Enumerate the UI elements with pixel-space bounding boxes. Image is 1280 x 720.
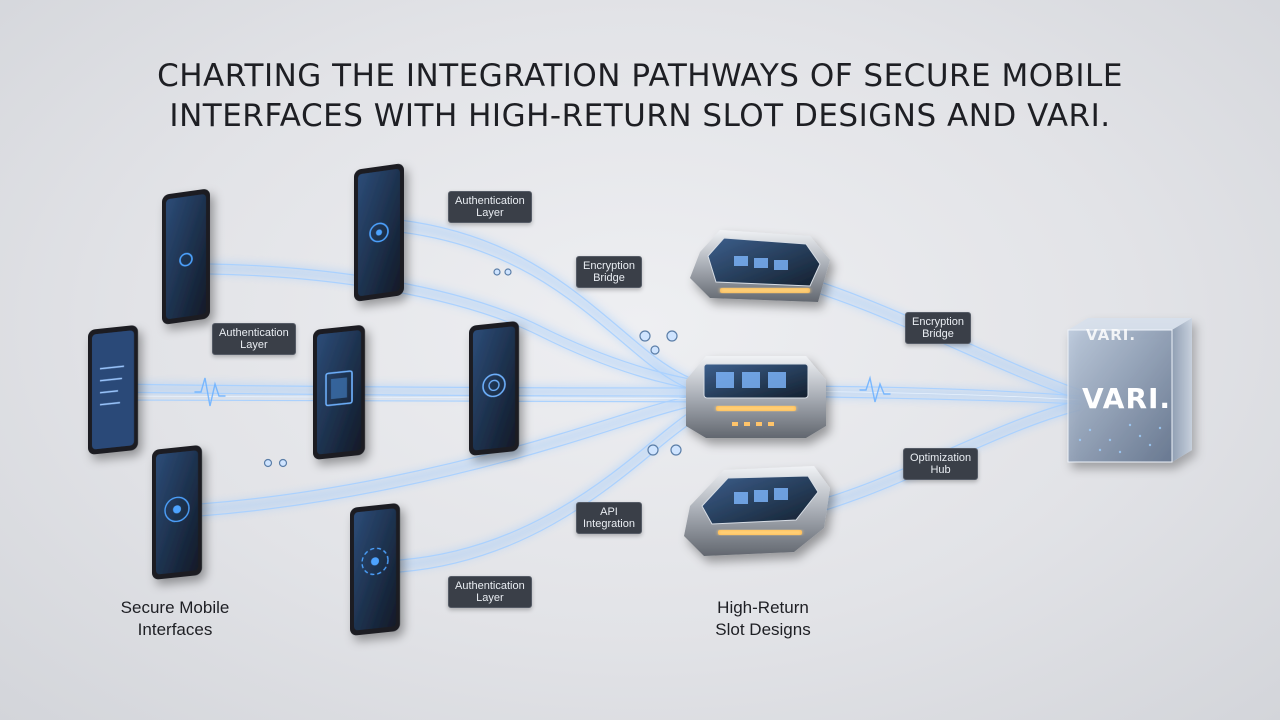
tag-authentication-layer-bottom: Authentication Layer (448, 576, 532, 608)
group-label-line: High-Return (717, 598, 809, 617)
slot-module-bottom (684, 466, 830, 556)
tag-line: Encryption (583, 260, 635, 272)
tag-encryption-bridge-top: Encryption Bridge (576, 256, 642, 288)
mobile-phone-5 (469, 321, 519, 456)
tag-line: Bridge (922, 328, 954, 340)
tag-authentication-layer-top: Authentication Layer (448, 191, 532, 223)
group-label-line: Interfaces (137, 620, 213, 639)
vari-cube (1067, 318, 1192, 463)
label-high-return-slot-designs: High-Return Slot Designs (688, 597, 838, 641)
tag-line: Bridge (593, 272, 625, 284)
tag-line: Layer (476, 207, 504, 219)
tag-line: Optimization (910, 452, 972, 464)
slot-module-center (686, 356, 826, 438)
tag-line: Layer (476, 592, 504, 604)
cube-top-label: VARI. (1086, 326, 1137, 344)
tag-authentication-layer-middle: Authentication Layer (212, 323, 296, 355)
tag-line: API (600, 506, 618, 518)
title-line-1: CHARTING THE INTEGRATION PATHWAYS OF SEC… (157, 58, 1123, 94)
connector-nodes (263, 268, 682, 468)
tag-line: Integration (583, 518, 635, 530)
cube-front-label: VARI. (1082, 382, 1172, 415)
mobile-phone-7 (350, 503, 400, 636)
slot-module-top (690, 230, 830, 302)
high-return-slot-designs (684, 230, 830, 556)
group-label-line: Secure Mobile (120, 598, 230, 617)
mobile-phone-4 (313, 325, 365, 460)
title-line-2: INTERFACES WITH HIGH-RETURN SLOT DESIGNS… (169, 98, 1111, 134)
tag-line: Authentication (455, 195, 525, 207)
mobile-phone-1 (162, 189, 210, 325)
tag-line: Layer (240, 339, 268, 351)
tag-line: Authentication (219, 327, 289, 339)
group-label-line: Slot Designs (715, 620, 811, 639)
tag-encryption-bridge-right: Encryption Bridge (905, 312, 971, 344)
tag-line: Authentication (455, 580, 525, 592)
mobile-phone-2 (354, 163, 404, 302)
page-title: CHARTING THE INTEGRATION PATHWAYS OF SEC… (40, 56, 1240, 136)
label-secure-mobile-interfaces: Secure Mobile Interfaces (100, 597, 250, 641)
tag-optimization-hub: Optimization Hub (903, 448, 979, 480)
tag-api-integration: API Integration (576, 502, 642, 534)
mobile-phone-6 (152, 445, 202, 580)
tag-line: Hub (930, 464, 951, 476)
mobile-phone-3 (88, 325, 138, 455)
tag-line: Encryption (912, 316, 964, 328)
secure-mobile-interfaces (88, 163, 519, 636)
